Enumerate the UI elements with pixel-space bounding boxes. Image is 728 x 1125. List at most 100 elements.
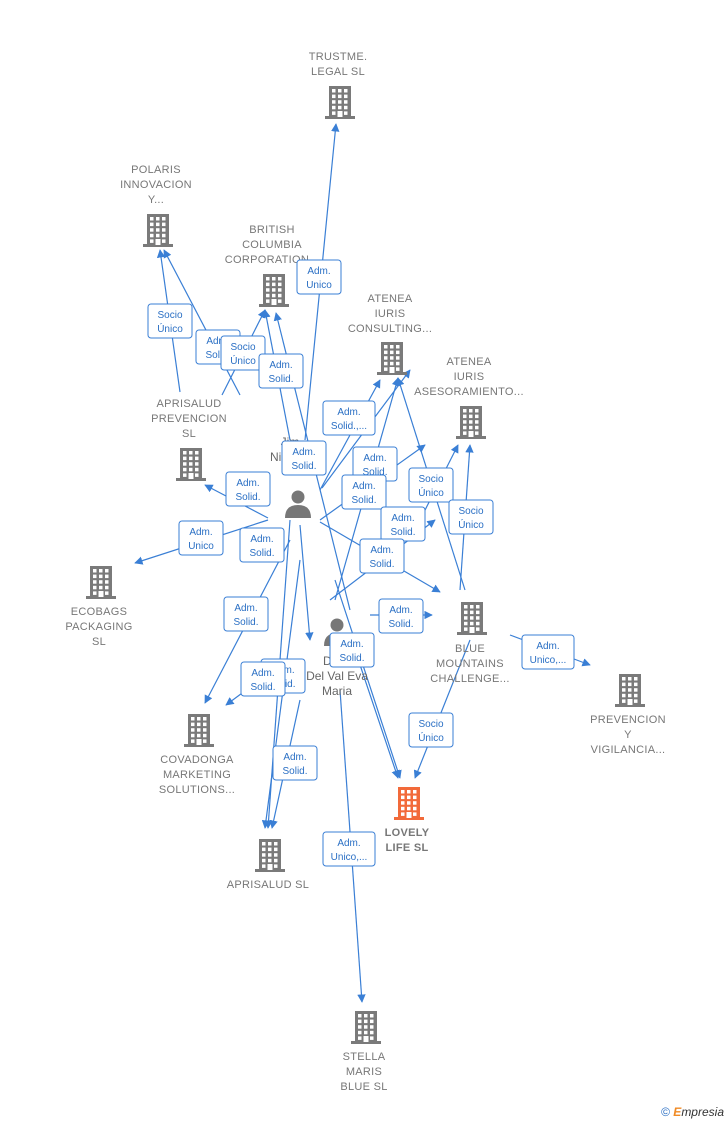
relation-label-r7[interactable]: Adm.Solid. <box>281 440 327 476</box>
company-label: BRITISH <box>249 224 295 236</box>
relation-text: Socio <box>418 474 443 485</box>
relation-text: Adm. <box>292 447 315 458</box>
company-label: MARIS <box>346 1066 382 1078</box>
copyright: © Empresia <box>661 1105 724 1119</box>
company-label: APRISALUD SL <box>227 879 309 891</box>
relation-text: Único <box>230 354 256 367</box>
edge-line <box>299 524 314 641</box>
company-label: VIGILANCIA... <box>591 744 666 756</box>
relation-label-r9[interactable]: Adm.Solid. <box>225 471 271 507</box>
relation-text: Unico,... <box>331 852 368 863</box>
relation-label-r20[interactable]: Adm.Solid. <box>329 632 375 668</box>
company-label: CONSULTING... <box>348 323 432 335</box>
company-node-trustme[interactable]: TRUSTME.LEGAL SL <box>309 51 368 119</box>
company-label: PACKAGING <box>65 621 132 633</box>
building-icon <box>377 342 407 375</box>
relation-text: Solid. <box>268 374 293 385</box>
company-label: SOLUTIONS... <box>159 784 235 796</box>
company-label: Y... <box>148 194 164 206</box>
company-label: POLARIS <box>131 164 181 176</box>
relation-label-r12[interactable]: Adm.Solid. <box>341 474 387 510</box>
company-node-atenea_a[interactable]: ATENEAIURISASESORAMIENTO... <box>414 356 524 439</box>
company-label: APRISALUD <box>156 398 221 410</box>
company-label: IURIS <box>375 308 406 320</box>
relation-label-r14[interactable]: Adm. Unico <box>178 520 224 556</box>
building-icon <box>325 86 355 119</box>
company-node-blue[interactable]: BLUEMOUNTAINSCHALLENGE... <box>430 602 509 685</box>
relation-text: Solid. <box>390 527 415 538</box>
building-icon <box>86 566 116 599</box>
relation-label-r6[interactable]: Adm. Solid.,... <box>322 400 376 436</box>
relation-label-r17[interactable]: Adm.Solid. <box>223 596 269 632</box>
relation-text: Solid. <box>233 617 258 628</box>
relation-text: Adm. <box>236 478 259 489</box>
relation-text: Solid.,... <box>331 421 367 432</box>
building-icon <box>394 787 424 820</box>
company-label: LOVELY <box>385 827 430 839</box>
company-label: INNOVACION <box>120 179 192 191</box>
relation-label-r16[interactable]: Adm. Solid. <box>359 538 405 574</box>
relation-text: Adm. <box>251 668 274 679</box>
relation-text: Solid. <box>205 350 230 361</box>
company-label: CORPORATION... <box>225 254 319 266</box>
relation-text: Único <box>418 731 444 744</box>
company-label: ATENEA <box>368 293 413 305</box>
company-label: COVADONGA <box>160 754 234 766</box>
relation-text: Adm. <box>206 336 229 347</box>
relation-text: Solid. <box>388 619 413 630</box>
relation-label-r15[interactable]: Adm.Solid. <box>239 527 285 563</box>
company-label: CHALLENGE... <box>430 673 509 685</box>
nodes: TRUSTME.LEGAL SL POLARIS INNOVACION Y... BRI… <box>65 51 666 1093</box>
company-label: SL <box>182 428 196 440</box>
relation-text: Socio <box>230 342 255 353</box>
company-node-covadonga[interactable]: COVADONGA MARKETING SOLUTIONS... <box>159 714 235 796</box>
relation-text: Solid. <box>282 766 307 777</box>
company-node-british[interactable]: BRITISHCOLUMBIACORPORATION... <box>225 224 319 307</box>
person-icon <box>285 490 311 518</box>
relation-text: Unico <box>306 280 332 291</box>
relation-text: Unico <box>188 541 214 552</box>
relation-label-r25[interactable]: Adm.Solid. <box>272 745 318 781</box>
relation-label-r5[interactable]: Adm.Solid. <box>258 353 304 389</box>
person-label: Del Val Eva <box>306 669 368 683</box>
company-node-atenea_c[interactable]: ATENEA IURIS CONSULTING... <box>348 293 432 375</box>
company-label: Y <box>624 729 632 741</box>
company-label: MARKETING <box>163 769 231 781</box>
relation-label-r1[interactable]: Adm.Unico <box>296 259 342 295</box>
relation-label-r24[interactable]: Adm. Unico,... <box>322 831 376 867</box>
company-node-polaris[interactable]: POLARIS INNOVACION Y... <box>120 164 192 247</box>
relation-label-r13[interactable]: Adm.Solid. <box>380 506 426 542</box>
relation-text: Único <box>458 518 484 531</box>
edge-line <box>163 249 241 396</box>
company-label: LIFE SL <box>385 842 428 854</box>
building-icon <box>184 714 214 747</box>
company-node-lovely[interactable]: LOVELY LIFE SL <box>385 787 430 854</box>
relation-text: Adm. <box>337 407 360 418</box>
copyright-symbol: © <box>661 1105 670 1119</box>
relation-label-r19[interactable]: Adm.Unico,... <box>521 634 575 670</box>
person-label: Maria <box>322 684 352 698</box>
company-label: ATENEA <box>447 356 492 368</box>
building-icon <box>351 1011 381 1044</box>
relation-text: Solid. <box>369 559 394 570</box>
relation-text: Adm. <box>370 545 393 556</box>
company-label: LEGAL SL <box>311 66 365 78</box>
relation-text: Adm. <box>337 838 360 849</box>
company-node-prevencion[interactable]: PREVENCIONYVIGILANCIA... <box>590 674 666 756</box>
building-icon <box>259 274 289 307</box>
relation-label-r18[interactable]: Adm.Solid. <box>378 598 424 634</box>
relation-label-r23[interactable]: Adm.Solid. <box>240 661 286 697</box>
relation-text: Adm. <box>352 481 375 492</box>
relation-text: Adm. <box>189 527 212 538</box>
company-label: BLUE SL <box>340 1081 387 1093</box>
company-node-aprisalud[interactable]: APRISALUD SL <box>227 839 309 891</box>
